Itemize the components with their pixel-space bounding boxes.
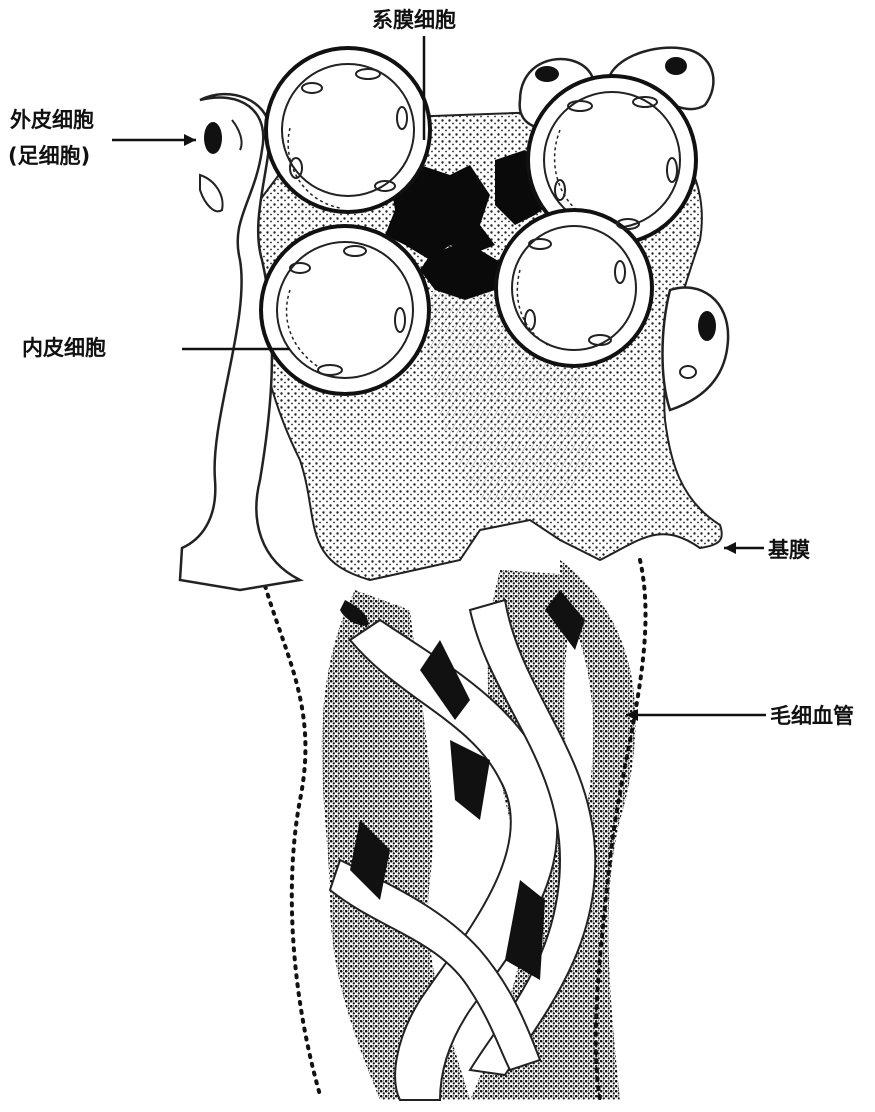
label-endothelial-cell: 内皮细胞 (22, 338, 106, 359)
label-capillary: 毛细血管 (770, 706, 854, 727)
capillary-loops (258, 560, 646, 1100)
lumen-bottom-right (496, 210, 652, 366)
lumen-top-left (266, 48, 430, 212)
label-podocyte: (足细胞) (8, 146, 90, 167)
podocyte-right (663, 287, 729, 410)
label-epithelial-cell: 外皮细胞 (10, 110, 94, 131)
label-basement-membrane: 基膜 (768, 540, 810, 561)
label-mesangial-cell: 系膜细胞 (372, 10, 456, 31)
